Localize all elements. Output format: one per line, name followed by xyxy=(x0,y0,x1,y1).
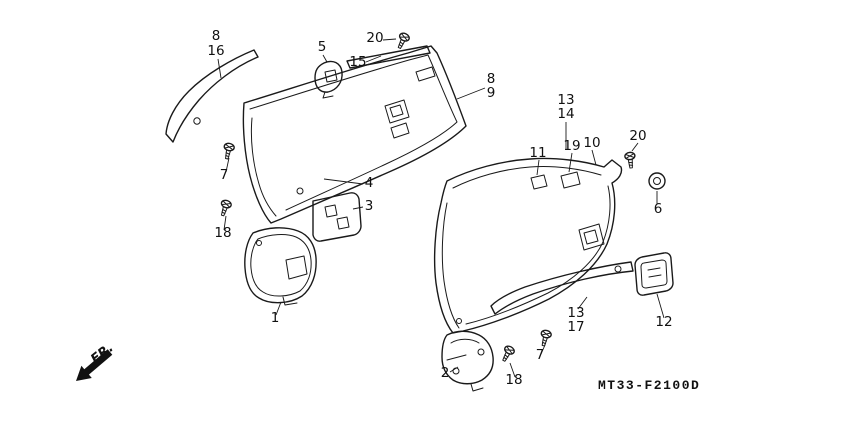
pocket-1-inner xyxy=(250,234,312,306)
screw-icon-20-left xyxy=(394,31,412,51)
right-side-cover-assembly xyxy=(433,157,674,392)
callout-9: 9 xyxy=(487,85,496,101)
part-lid-12 xyxy=(634,252,674,296)
callout-4: 4 xyxy=(365,175,374,191)
side-cover-right-inner-edge xyxy=(452,166,611,325)
callout-20-left: 20 xyxy=(366,30,383,46)
side-cover-right-crease xyxy=(441,202,460,329)
grommet-icon-inner xyxy=(653,177,661,185)
side-cover-left-inner-edge xyxy=(249,54,458,211)
bracket-2-details xyxy=(446,338,484,392)
screw-icon-18-right xyxy=(498,343,517,364)
side-cover-right-hole xyxy=(456,318,462,324)
callout-6: 6 xyxy=(654,201,663,217)
screw-icon-20-right xyxy=(623,151,637,170)
screw-icon-7-left xyxy=(221,141,236,161)
callout-18-right: 18 xyxy=(505,372,522,388)
leader-lines xyxy=(217,38,665,378)
callout-5: 5 xyxy=(318,39,327,55)
callout-10: 10 xyxy=(583,135,600,151)
callout-17: 17 xyxy=(567,319,584,335)
part-molding-strip-right xyxy=(490,261,634,315)
molding-right-hole xyxy=(614,265,622,273)
side-cover-left-hole xyxy=(296,187,304,195)
callout-8-right: 8 xyxy=(487,71,496,87)
lid-3-details xyxy=(324,204,350,230)
part-top-molding-15 xyxy=(346,45,431,69)
callout-7-right: 7 xyxy=(536,347,545,363)
side-cover-left-crease xyxy=(250,117,277,217)
callout-14: 14 xyxy=(557,106,574,122)
grommet-icon-outer xyxy=(648,172,666,190)
left-side-cover-assembly xyxy=(165,45,467,306)
callout-18-left: 18 xyxy=(214,225,231,241)
side-cover-right-clip-details xyxy=(530,171,605,251)
callouts: 8 16 5 20 15 8 9 13 14 11 19 10 20 6 7 4… xyxy=(207,28,672,388)
part-side-cover-left xyxy=(242,45,467,224)
callout-1: 1 xyxy=(271,310,280,326)
callout-13-upper: 13 xyxy=(557,92,574,108)
callout-20-right: 20 xyxy=(629,128,646,144)
screw-icon-7-right xyxy=(537,328,553,348)
callout-12: 12 xyxy=(655,314,672,330)
side-cover-left-clip-details xyxy=(384,66,436,139)
bracket-5-detail xyxy=(322,69,338,99)
screw-icon-18-left xyxy=(217,198,233,218)
callout-16: 16 xyxy=(207,43,224,59)
part-pocket-1 xyxy=(244,227,317,304)
callout-7-left: 7 xyxy=(220,167,229,183)
pocket-1-hole xyxy=(256,240,262,246)
diagram-code: MT33-F2100D xyxy=(598,378,700,393)
part-side-cover-right xyxy=(433,157,623,334)
part-lid-3 xyxy=(312,192,362,242)
molding-left-hole xyxy=(193,117,201,125)
callout-13-lower: 13 xyxy=(567,305,584,321)
callout-11: 11 xyxy=(529,145,546,161)
callout-3: 3 xyxy=(365,198,374,214)
callout-8-upper-left: 8 xyxy=(212,28,221,44)
part-bracket-5 xyxy=(314,60,343,93)
fr-direction-arrow xyxy=(76,349,113,381)
callout-2: 2 xyxy=(441,365,450,381)
bracket-2-hole-a xyxy=(452,367,460,375)
lid-12-inner xyxy=(640,259,668,289)
part-bracket-2 xyxy=(441,330,494,385)
part-molding-strip-left xyxy=(165,49,259,143)
callout-15: 15 xyxy=(349,54,366,70)
bracket-2-hole-b xyxy=(477,348,485,356)
callout-19: 19 xyxy=(563,138,580,154)
